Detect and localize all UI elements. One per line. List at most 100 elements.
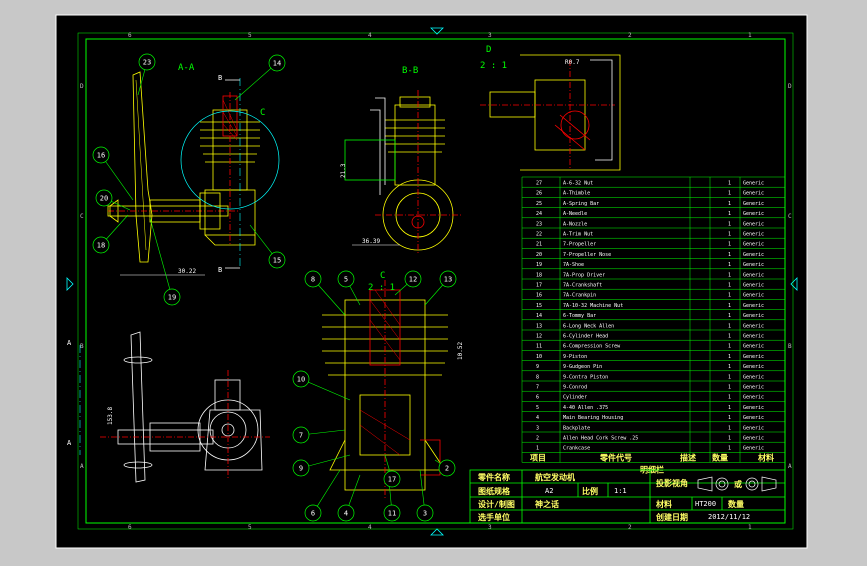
bom-cell: 7A-Prop Driver — [563, 272, 605, 278]
zone-number-bottom: 4 — [368, 524, 372, 531]
bom-cell: A-Nozzle — [563, 221, 587, 227]
zone-number-bottom: 5 — [248, 524, 252, 531]
balloon-number: 16 — [97, 152, 105, 160]
bom-cell: Generic — [743, 395, 764, 401]
zone-number-top: 1 — [748, 32, 752, 39]
scale: 1:1 — [614, 487, 627, 495]
bom-cell: Cylinder — [563, 395, 587, 401]
view-a-a — [107, 71, 280, 269]
zone-number-top: 3 — [488, 32, 492, 39]
view-label-c: C — [380, 271, 385, 281]
bom-cell: 1 — [728, 232, 731, 238]
bom-cell: Generic — [743, 181, 764, 187]
bom-cell: A-Trim Nut — [563, 232, 593, 238]
bom-cell: Generic — [743, 293, 764, 299]
bom-cell: 1 — [728, 181, 731, 187]
dimension-r0-7: R0.7 — [565, 59, 580, 66]
bom-cell: 1 — [728, 364, 731, 370]
bom-cell: 7A-10-32 Machine Nut — [563, 303, 623, 309]
zone-number-bottom: 6 — [128, 524, 132, 531]
bom-cell: Generic — [743, 385, 764, 391]
bom-cell: 7A-Shoe — [563, 262, 584, 268]
bom-cell: Generic — [743, 364, 764, 370]
bom-cell: A-Spring Bar — [563, 201, 599, 207]
zone-letter-right: C — [788, 213, 792, 220]
view-label-a-a: A-A — [178, 63, 195, 73]
balloon-circle — [383, 470, 401, 488]
bom-cell: Generic — [743, 344, 764, 350]
zone-number-top: 4 — [368, 32, 372, 39]
view-label-b-b: B-B — [402, 66, 418, 76]
bom-cell: 1 — [728, 334, 731, 340]
view-c-detail — [322, 280, 448, 500]
bom-title: 明细栏 — [640, 464, 664, 474]
bom-cell: 20 — [536, 252, 542, 258]
label-drawing-size: 图纸规格 — [478, 486, 511, 496]
balloon-circle — [439, 270, 457, 288]
projection-or: 或 — [734, 479, 742, 489]
part-name: 航空发动机 — [535, 472, 575, 482]
bom-cell: Generic — [743, 272, 764, 278]
bom-cell: Main Bearing Housing — [563, 415, 623, 421]
bom-cell: Generic — [743, 446, 764, 452]
bom-cell: 1 — [728, 385, 731, 391]
balloon-circle — [337, 270, 355, 288]
balloon-number: 3 — [423, 510, 427, 518]
balloon-number: 17 — [388, 476, 396, 484]
zone-number-top: 5 — [248, 32, 252, 39]
bom-cell: Generic — [743, 201, 764, 207]
view-front — [79, 331, 270, 483]
bom-cell: 1 — [728, 201, 731, 207]
bom-cell: 6-Long Neck Allen — [563, 323, 614, 329]
zone-letter-left: B — [80, 343, 84, 350]
bom-cell: 7A-Crankpin — [563, 293, 596, 299]
balloon-circle — [383, 504, 401, 522]
zone-letter-right: D — [788, 83, 792, 90]
balloon-number: 7 — [299, 432, 303, 440]
bom-cell: 27 — [536, 181, 542, 187]
bom-cell: Generic — [743, 221, 764, 227]
dimension-10-52: 10.52 — [457, 342, 464, 360]
bom-cell: 1 — [536, 446, 539, 452]
view-scale-c: 2 : 1 — [368, 283, 395, 293]
bom-cell: Crankcase — [563, 446, 590, 452]
bom-header-cell: 零件代号 — [599, 452, 632, 462]
balloon-number: 12 — [409, 276, 417, 284]
bom-cell: 9-Gudgeon Pin — [563, 364, 602, 370]
bom-cell: Generic — [743, 436, 764, 442]
bom-header-cell: 材料 — [758, 452, 774, 462]
label-designer: 设计/制图 — [478, 499, 515, 509]
bom-cell: 1 — [728, 405, 731, 411]
bom-cell: 21 — [536, 242, 542, 248]
detail-mark-c: C — [260, 108, 265, 118]
bom-cell: Generic — [743, 283, 764, 289]
bom-cell: Generic — [743, 232, 764, 238]
bom-cell: 7 — [536, 385, 539, 391]
centering-marks — [66, 27, 798, 536]
balloon-circle — [438, 459, 456, 477]
date: 2012/11/12 — [708, 513, 750, 521]
label-material: 材料 — [656, 499, 672, 509]
bom-cell: 6 — [536, 395, 539, 401]
bom-cell: 6-Tommy Bar — [563, 313, 596, 319]
bom-cell: Generic — [743, 191, 764, 197]
material: HT200 — [695, 500, 716, 508]
bom-cell: 2 — [536, 436, 539, 442]
bom-cell: 24 — [536, 211, 542, 217]
bom-cell: 25 — [536, 201, 542, 207]
zone-number-bottom: 2 — [628, 524, 632, 531]
bom-cell: Generic — [743, 323, 764, 329]
section-mark-b-bottom: B — [218, 266, 222, 274]
bom-cell: 14 — [536, 313, 542, 319]
bom-cell: 7-Propeller Nose — [563, 252, 611, 258]
bom-cell: Generic — [743, 354, 764, 360]
bom-cell: Generic — [743, 313, 764, 319]
bom-header-cell: 项目 — [530, 453, 546, 462]
zone-number-top: 6 — [128, 32, 132, 39]
zone-letter-left: A — [80, 463, 84, 470]
balloon-circle — [304, 504, 322, 522]
section-mark-a-top: A — [67, 339, 72, 347]
bom-cell: 1 — [728, 211, 731, 217]
balloon-circle — [304, 270, 322, 288]
